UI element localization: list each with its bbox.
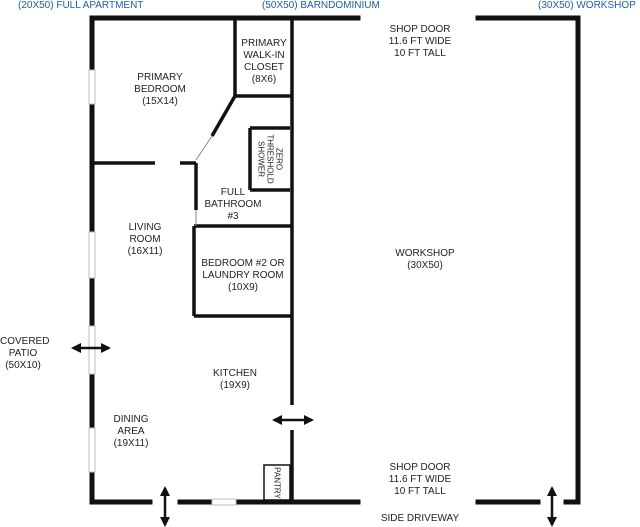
room-name: BATHROOM [204, 199, 262, 210]
room-bedroom2: BEDROOM #2 OR LAUNDRY ROOM (10X9) [196, 258, 290, 294]
door-height: 10 FT TALL [394, 486, 446, 497]
door-width: 11.6 FT WIDE [388, 36, 452, 47]
shop-door-bottom: SHOP DOOR 11.6 FT WIDE 10 FT TALL [370, 462, 470, 498]
room-name: PRIMARY [137, 72, 183, 83]
room-name: THRESHOLD [265, 134, 275, 184]
room-name: WALK-IN [243, 50, 285, 61]
room-dims: (16X11) [127, 246, 163, 257]
door-name: SHOP DOOR [389, 24, 451, 35]
room-name: LAUNDRY ROOM [202, 270, 284, 281]
door-width: 11.6 FT WIDE [388, 474, 452, 485]
room-name: PRIMARY [241, 38, 287, 49]
room-dims: (30X50) [407, 260, 443, 271]
side-driveway-label: SIDE DRIVEWAY [380, 513, 460, 524]
room-name: FULL [220, 187, 246, 198]
room-patio: COVERED PATIO (50X10) [0, 336, 50, 372]
room-shower: ZERO THRESHOLD SHOWER [257, 134, 284, 183]
room-name: BEDROOM #2 OR [201, 258, 285, 269]
room-name: COVERED [0, 336, 50, 347]
door-height: 10 FT TALL [394, 48, 446, 59]
header-barndominium: (50X50) BARNDOMINIUM [262, 0, 380, 11]
room-dims: (19X9) [219, 380, 250, 391]
room-kitchen: KITCHEN (19X9) [200, 368, 270, 392]
room-dims: (15X14) [142, 96, 178, 107]
room-workshop: WORKSHOP (30X50) [395, 248, 455, 272]
room-dining: DINING AREA (19X11) [100, 414, 162, 450]
room-name: #3 [227, 211, 239, 222]
room-primary-bedroom: PRIMARY BEDROOM (15X14) [120, 72, 200, 108]
room-name: ROOM [129, 234, 161, 245]
header-apartment: (20X50) FULL APARTMENT [18, 0, 144, 11]
room-dims: (19X11) [113, 438, 149, 449]
room-name: LIVING [128, 222, 162, 233]
room-bathroom: FULL BATHROOM #3 [196, 187, 270, 223]
room-name: PANTRY [272, 467, 282, 499]
door-name: SHOP DOOR [389, 462, 451, 473]
room-name: KITCHEN [213, 368, 257, 379]
header-workshop: (30X50) WORKSHOP [538, 0, 636, 11]
exterior-walls [89, 15, 581, 505]
room-pantry: PANTRY [273, 467, 282, 499]
room-living: LIVING ROOM (16X11) [110, 222, 180, 258]
room-name: AREA [117, 426, 145, 437]
room-name: BEDROOM [134, 84, 186, 95]
pantry-box [263, 464, 291, 501]
room-name: CLOSET [243, 62, 284, 73]
room-dims: (50X10) [5, 360, 41, 371]
room-dims: (8X6) [251, 74, 277, 85]
door-swings [195, 135, 213, 226]
interior-walls [92, 18, 294, 502]
room-name: WORKSHOP [395, 248, 455, 259]
shop-door-top: SHOP DOOR 11.6 FT WIDE 10 FT TALL [370, 24, 470, 60]
room-dims: (10X9) [227, 282, 258, 293]
room-name: ZERO [274, 147, 284, 171]
room-name: DINING [113, 414, 149, 425]
access-arrows [71, 343, 557, 527]
room-closet: PRIMARY WALK-IN CLOSET (8X6) [236, 38, 292, 86]
room-name: SHOWER [256, 141, 266, 177]
room-name: PATIO [8, 348, 38, 359]
